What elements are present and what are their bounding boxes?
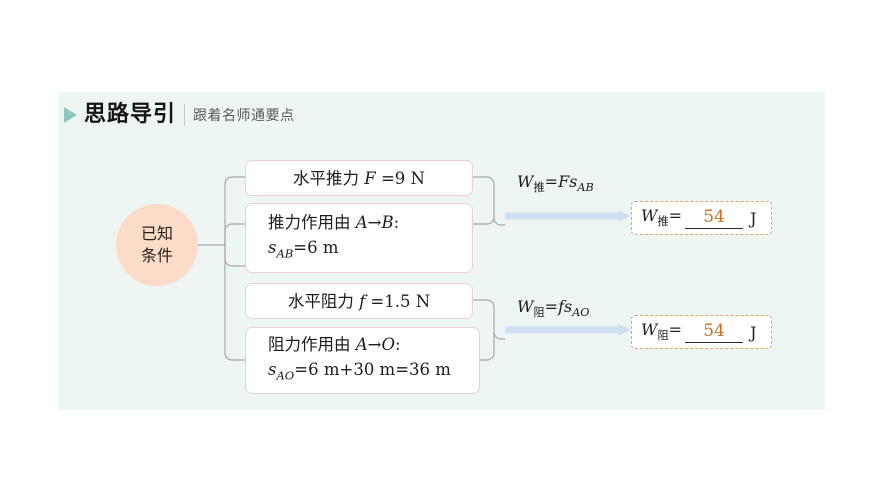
header-divider [184, 104, 186, 126]
friction-work-answer-unit: J [750, 322, 757, 342]
branch-friction-distance: 阻力作用由 A→O: sAO=6 m+30 m=36 m [245, 327, 480, 394]
branch-push-distance-line2: sAB=6 m [268, 237, 339, 261]
arrow-push [505, 210, 631, 222]
branch-friction-distance-line2: sAO=6 m+30 m=36 m [268, 360, 451, 383]
push-work-formula: W推=FsAB [517, 172, 594, 195]
push-work-answer-value[interactable]: 54 [685, 207, 744, 229]
root-node-line1: 已知 [140, 224, 173, 243]
push-work-answer-unit: J [750, 208, 757, 228]
section-header: 思路导引 跟着名师通要点 [64, 100, 295, 130]
friction-work-answer-value[interactable]: 54 [685, 321, 744, 343]
push-work-answer-label: W推= [641, 206, 683, 229]
root-node: 已知 条件 [116, 204, 198, 286]
push-work-answer[interactable]: W推= 54 J [631, 201, 772, 235]
page-title: 思路导引 [84, 102, 177, 127]
friction-work-answer[interactable]: W阻= 54 J [631, 315, 772, 349]
branch-push-distance-line1: 推力作用由 A→B: [268, 212, 400, 232]
branch-push-force-text: 水平推力 F =9 N [293, 168, 425, 188]
branch-push-force: 水平推力 F =9 N [245, 160, 473, 196]
branch-push-distance: 推力作用由 A→B: sAB=6 m [245, 203, 473, 273]
branch-friction-force: 水平阻力 f =1.5 N [245, 283, 473, 319]
friction-work-formula: W阻=fsAO [517, 297, 590, 320]
header-subtitle: 跟着名师通要点 [193, 108, 295, 124]
friction-work-answer-label: W阻= [641, 320, 683, 343]
arrow-friction [505, 324, 631, 336]
triangle-right-icon [64, 107, 77, 123]
root-node-line2: 条件 [140, 246, 173, 265]
branch-friction-distance-line1: 阻力作用由 A→O: [268, 335, 401, 355]
branch-friction-force-text: 水平阻力 f =1.5 N [287, 291, 431, 311]
